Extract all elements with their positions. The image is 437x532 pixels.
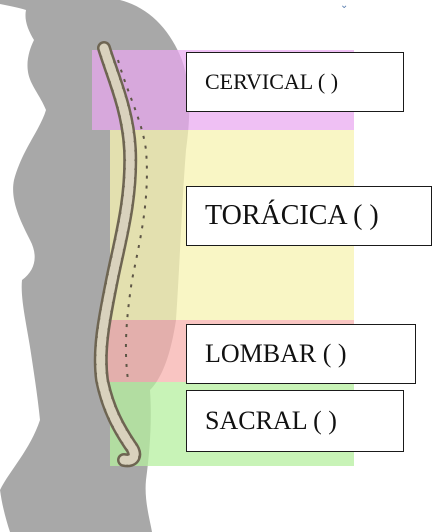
sacral-label-box[interactable]: SACRAL ( ) [186, 390, 404, 452]
cervical-label-box[interactable]: CERVICAL ( ) [186, 52, 404, 112]
cervical-label: CERVICAL ( ) [205, 69, 338, 95]
sacral-label: SACRAL ( ) [205, 406, 337, 436]
corner-mark: ⌄ [340, 0, 348, 11]
toracica-label-box[interactable]: TORÁCICA ( ) [186, 186, 432, 246]
lombar-label-box[interactable]: LOMBAR ( ) [186, 324, 416, 384]
lombar-label: LOMBAR ( ) [205, 339, 347, 369]
toracica-label: TORÁCICA ( ) [205, 200, 379, 232]
